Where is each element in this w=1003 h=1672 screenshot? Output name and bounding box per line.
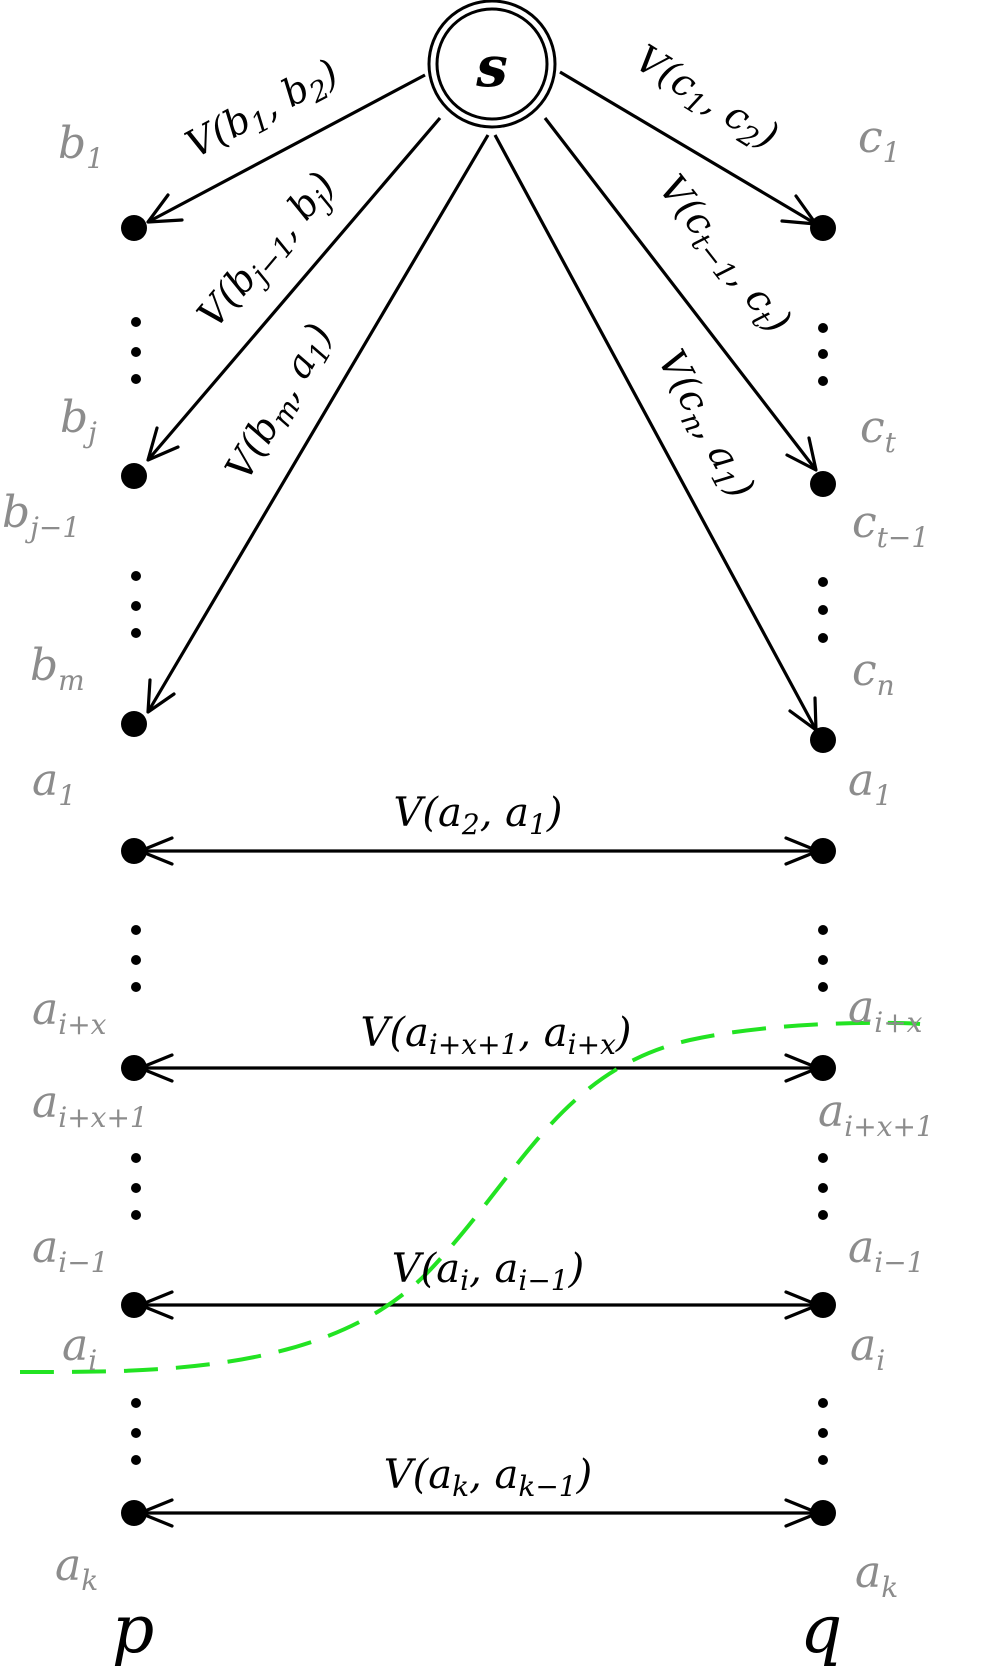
edges-from-source — [146, 70, 818, 732]
right-node-labels: c1 ct ct−1 cn a1 ai+x ai+x+1 ai−1 ai ak — [818, 112, 934, 1604]
vertical-ellipsis-right-4 — [818, 1153, 828, 1220]
node-left-aix — [121, 1055, 147, 1081]
label-left-ai-minus-1: ai−1 — [32, 1222, 108, 1279]
node-right-a1 — [810, 838, 836, 864]
label-left-ak: ak — [55, 1540, 98, 1597]
node-c1 — [810, 215, 836, 241]
label-bj-minus-1: bj−1 — [2, 487, 80, 544]
edge-s-cn — [493, 134, 818, 731]
node-left-a1 — [121, 838, 147, 864]
label-bj: bj — [60, 392, 97, 449]
vertical-ellipsis-left-4 — [131, 1153, 141, 1220]
arrowhead-b1 — [146, 193, 184, 224]
arrowhead-bj — [146, 426, 180, 462]
label-bm: bm — [30, 640, 85, 697]
label-b1: b1 — [58, 118, 104, 175]
label-right-ai: ai — [850, 1320, 885, 1377]
label-left-aix: ai+x — [32, 984, 107, 1041]
node-bm — [121, 711, 147, 737]
label-ct-minus-1: ct−1 — [852, 497, 929, 554]
edge-label-ct1-ct: V(ct−1, ct) — [645, 167, 800, 346]
label-c1: c1 — [858, 112, 900, 169]
label-cn: cn — [852, 645, 895, 702]
label-right-a1: a1 — [848, 755, 892, 812]
right-column-nodes — [810, 215, 836, 1526]
vertical-ellipsis-left-5 — [131, 1398, 141, 1465]
node-cn — [810, 727, 836, 753]
node-left-ak — [121, 1500, 147, 1526]
edge-s-ct — [543, 117, 818, 471]
arrowhead-bm — [146, 678, 176, 714]
left-node-labels: b1 bj bj−1 bm a1 ai+x ai+x+1 ai−1 ai ak — [2, 118, 148, 1597]
vertical-ellipsis-left-3 — [131, 925, 141, 992]
vertical-ellipsis-right-2 — [818, 577, 828, 643]
vertical-ellipsis-right-1 — [818, 323, 828, 386]
left-column-nodes — [121, 215, 147, 1526]
vertical-ellipsis-right-5 — [818, 1398, 828, 1465]
label-right-aix: ai+x — [848, 982, 923, 1039]
column-label-p: p — [112, 1591, 154, 1668]
edge-label-ak-ak1: V(ak, ak−1) — [384, 1452, 592, 1503]
diagonal-edge-labels: V(b1, b2) V(bj−1, bj) V(bm, a1) V(c1, c2… — [178, 36, 800, 508]
column-label-q: q — [800, 1591, 842, 1668]
vertical-ellipsis-right-3 — [818, 925, 828, 992]
label-right-aix1: ai+x+1 — [818, 1086, 934, 1143]
edge-s-c1 — [559, 70, 817, 226]
node-right-ak — [810, 1500, 836, 1526]
node-right-ai — [810, 1292, 836, 1318]
source-node-label: s — [475, 34, 508, 100]
vertical-ellipsis-left-2 — [131, 571, 141, 638]
ellipsis-dots — [131, 317, 828, 1465]
edge-label-bm-a1: V(bm, a1) — [217, 316, 347, 491]
node-bj — [121, 463, 147, 489]
label-left-ai: ai — [62, 1320, 97, 1377]
edge-label-b1-b2: V(b1, b2) — [178, 50, 348, 172]
label-right-ai-minus-1: ai−1 — [848, 1222, 924, 1279]
label-left-aix1: ai+x+1 — [32, 1077, 148, 1134]
node-left-ai — [121, 1292, 147, 1318]
label-ct: ct — [860, 402, 897, 459]
edge-s-b1 — [147, 73, 426, 224]
horizontal-edge-labels: V(a2, a1) V(ai+x+1, ai+x) V(ai, ai−1) V(… — [361, 790, 632, 1503]
label-left-a1: a1 — [32, 755, 76, 812]
arrowhead-ct — [785, 436, 818, 472]
horizontal-edges — [138, 836, 820, 1528]
edge-s-bm — [146, 134, 490, 713]
edge-label-a2-a1: V(a2, a1) — [394, 790, 563, 841]
edge-label-ai-ai1: V(ai, ai−1) — [392, 1246, 584, 1297]
edge-label-c1-c2: V(c1, c2) — [624, 36, 786, 163]
label-right-ak: ak — [855, 1547, 898, 1604]
source-node: s — [427, 0, 557, 129]
node-ct — [810, 471, 836, 497]
node-right-aix — [810, 1055, 836, 1081]
node-b1 — [121, 215, 147, 241]
edge-s-bj — [146, 116, 442, 462]
vertical-ellipsis-left-1 — [131, 317, 141, 384]
edge-label-cn-a1: V(cn, a1) — [644, 342, 764, 508]
edge-label-aix1-aix: V(ai+x+1, ai+x) — [361, 1010, 632, 1061]
cut-curve — [19, 1020, 921, 1375]
